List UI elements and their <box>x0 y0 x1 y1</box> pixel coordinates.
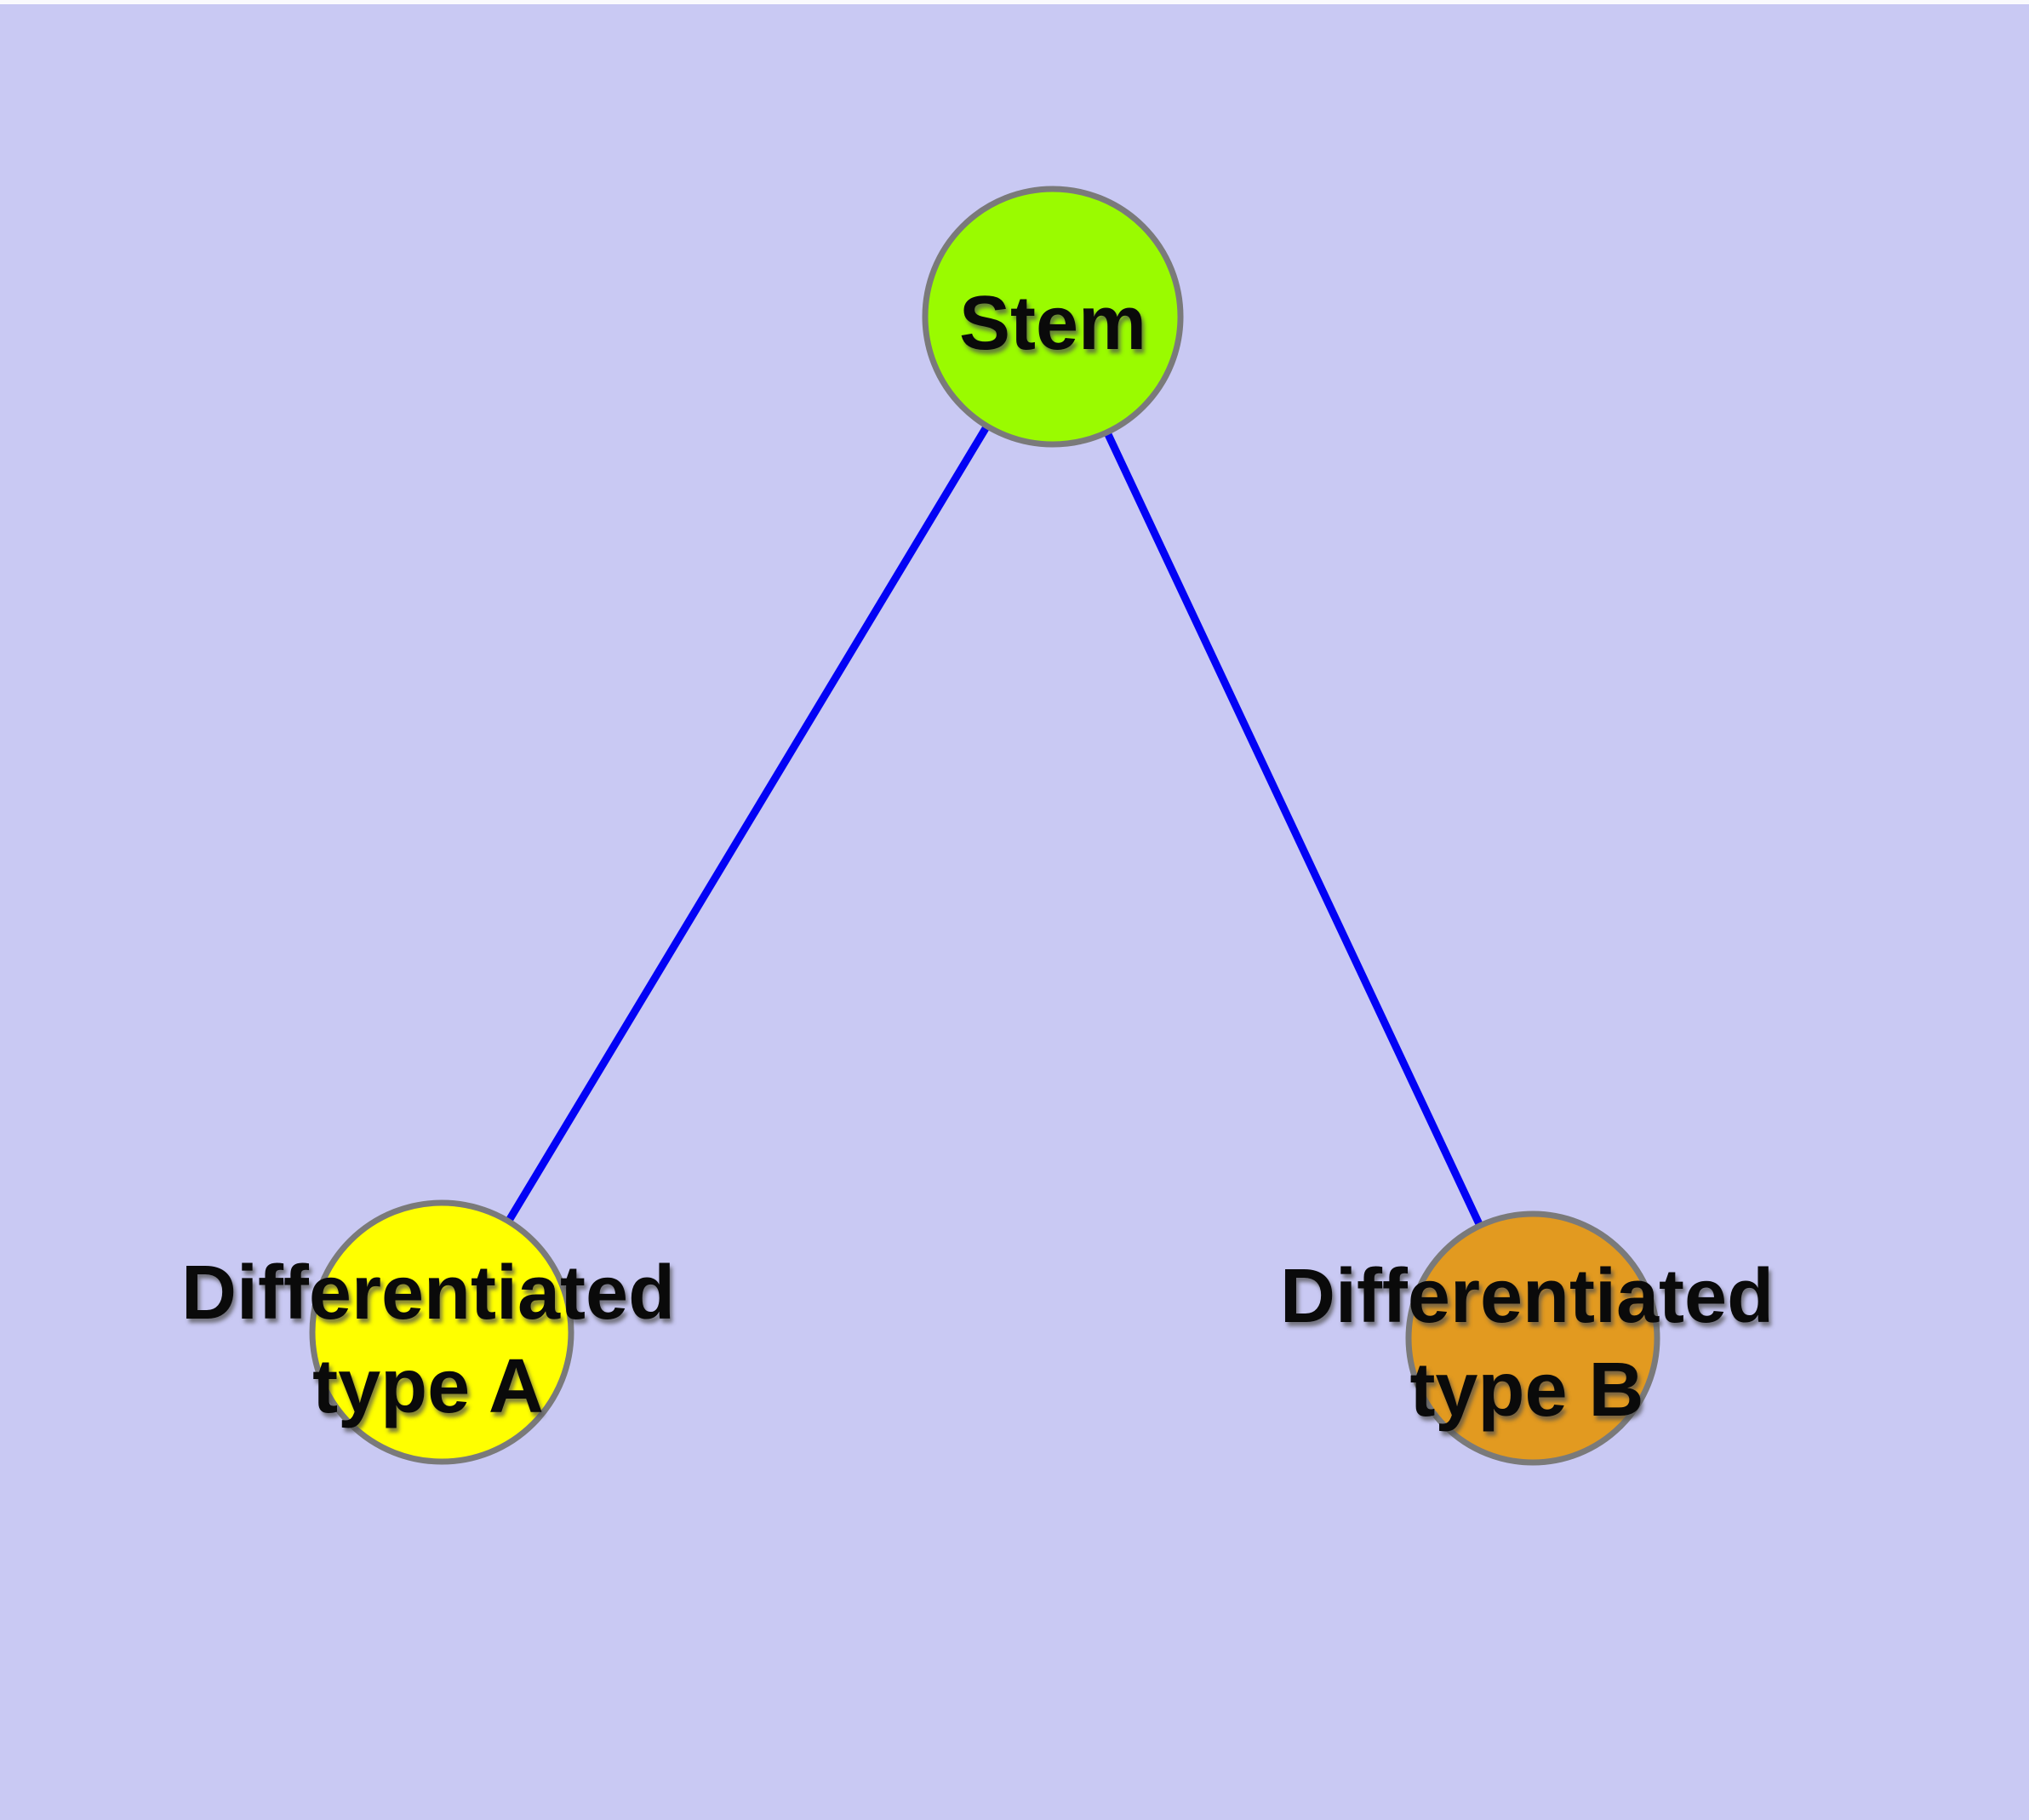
node-differentiated-type-a <box>309 1199 574 1465</box>
edge-stem-to-type-b <box>1049 315 1537 1340</box>
label-line: Differentiated <box>180 1251 676 1336</box>
top-window-strip <box>0 0 2029 4</box>
node-differentiated-type-b <box>1405 1210 1660 1466</box>
label-line: Differentiated <box>1279 1254 1775 1339</box>
label-line: Stem <box>958 281 1147 366</box>
label-line: type B <box>1409 1348 1644 1433</box>
edge-stem-to-type-a <box>438 314 1056 1335</box>
node-label-differentiated-type-b: Differentiated type B <box>1280 1250 1774 1437</box>
node-label-stem: Stem <box>959 277 1146 370</box>
node-label-differentiated-type-a: Differentiated type A <box>181 1246 675 1434</box>
node-stem <box>922 186 1184 448</box>
label-line: type A <box>312 1344 544 1429</box>
